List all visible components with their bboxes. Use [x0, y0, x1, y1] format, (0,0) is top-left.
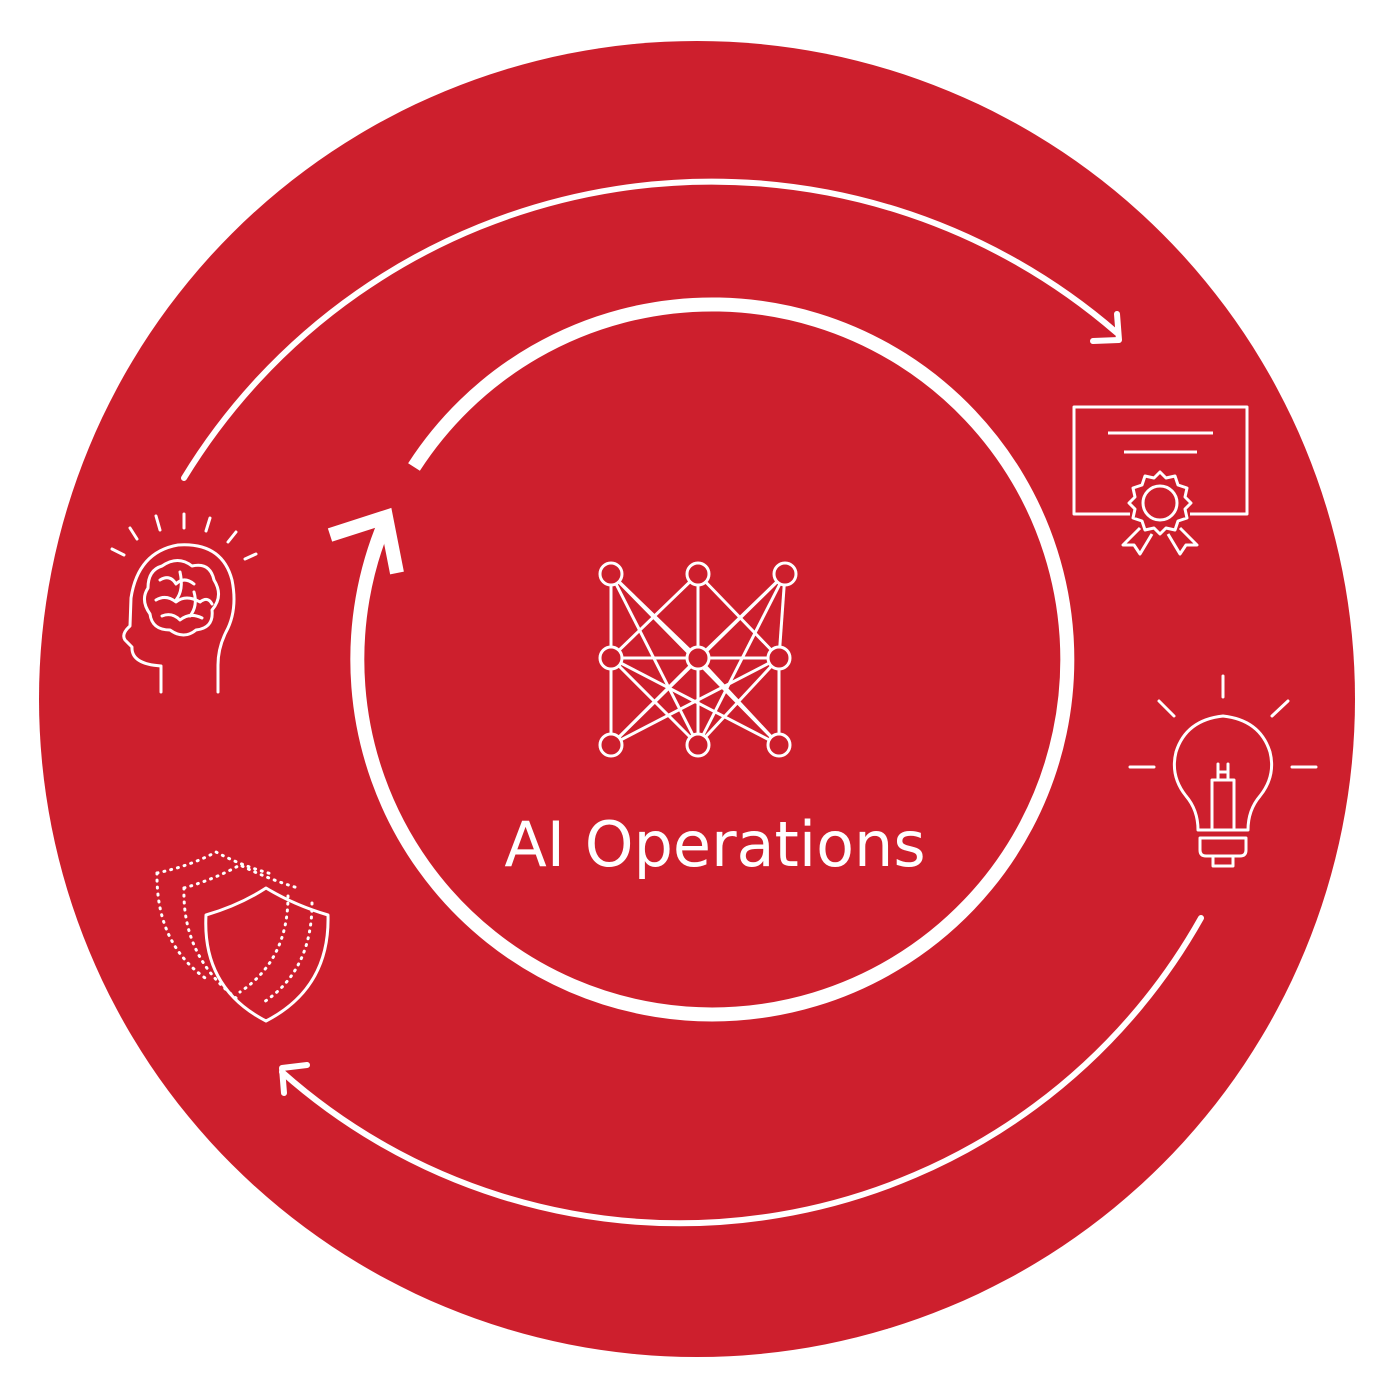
outer-top-arrow — [181, 178, 1122, 481]
neural-network-icon — [598, 561, 798, 758]
diagram-title: AI Operations — [504, 808, 926, 881]
shield-icon — [155, 850, 330, 1023]
inner-cycle-arrow — [327, 297, 1075, 1022]
brain-head-icon — [110, 512, 258, 694]
outer-bottom-arrow — [279, 915, 1204, 1227]
lightbulb-icon — [1128, 674, 1318, 868]
certificate-icon — [1072, 405, 1249, 556]
